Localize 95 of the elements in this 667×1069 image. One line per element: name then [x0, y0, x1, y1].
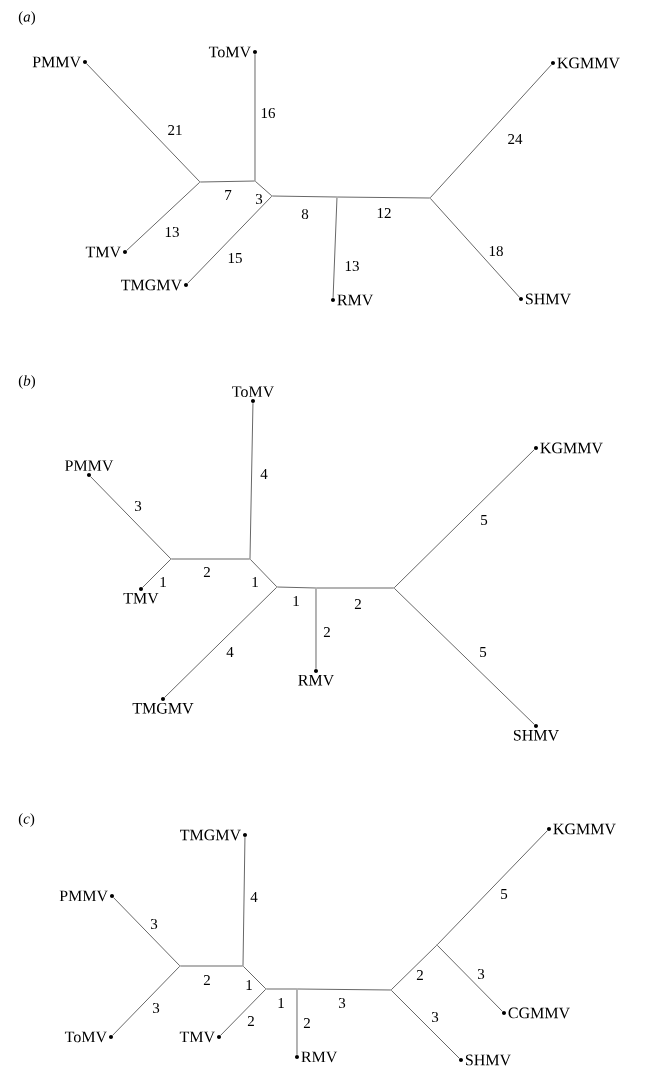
edge-label: 21 [168, 125, 182, 135]
branch-line [272, 195, 337, 198]
edge-label: 1 [160, 577, 166, 587]
edge-label: 15 [228, 253, 242, 264]
edge-label: 2 [416, 970, 423, 980]
edge-label: 2 [323, 627, 330, 637]
branch-line [243, 966, 266, 989]
edge-label: 16 [261, 108, 276, 119]
panel-label: (b) [18, 375, 35, 389]
edge-label: 1 [246, 980, 252, 990]
taxon-label: RMV [331, 294, 374, 306]
taxon-label: PMMV [59, 890, 114, 902]
branch-line [337, 196, 430, 199]
branch-line [296, 989, 298, 1056]
edge-label: 3 [338, 997, 346, 1009]
branch-line [220, 989, 266, 1036]
taxon-label: TMV [85, 246, 127, 258]
edge-label: 7 [225, 190, 232, 200]
branch-line [255, 181, 272, 196]
taxon-label: SHMV [513, 724, 559, 741]
branch-line [297, 988, 391, 991]
edge-label: 13 [345, 261, 359, 272]
branch-line [200, 180, 255, 183]
branch-line [90, 476, 171, 559]
branch-line [249, 402, 254, 559]
taxon-label: KGMMV [534, 442, 603, 454]
edge-label: 12 [377, 208, 391, 218]
taxon-label: TMV [179, 1031, 221, 1043]
branch-line [316, 587, 394, 589]
branch-line [171, 558, 250, 560]
taxon-label: TMGMV [180, 829, 247, 841]
taxon-label: RMV [298, 669, 335, 686]
branch-line [394, 588, 535, 725]
edge-label: 3 [134, 500, 142, 512]
branch-line [254, 53, 256, 181]
taxon-label: KGMMV [551, 57, 620, 69]
edge-label: 3 [477, 968, 485, 980]
edge-label: 18 [489, 245, 503, 257]
branch-line [430, 64, 552, 198]
taxon-label: TMGMV [121, 279, 188, 291]
edge-label: 2 [354, 599, 361, 609]
branch-line [180, 965, 243, 967]
edge-label: 3 [150, 918, 158, 930]
edge-label: 2 [203, 567, 210, 577]
edge-label: 3 [431, 1011, 439, 1023]
branch-line [391, 990, 460, 1059]
edge-label: 5 [480, 647, 487, 657]
edge-label: 4 [250, 892, 258, 902]
edge-label: 4 [226, 647, 234, 657]
branch-line [437, 945, 503, 1012]
taxon-label: KGMMV [547, 823, 616, 835]
branch-line [86, 63, 200, 182]
edge-label: 24 [508, 134, 523, 144]
panel-label: (a) [18, 11, 35, 25]
edge-label: 2 [303, 1018, 310, 1028]
edge-label: 2 [247, 1016, 254, 1026]
edge-label: 1 [278, 998, 284, 1008]
branch-line [126, 182, 200, 251]
taxon-label: ToMV [208, 46, 257, 58]
branch-line [250, 559, 277, 587]
edge-label: 1 [293, 596, 299, 606]
branch-line [332, 197, 338, 299]
edge-label: 5 [481, 515, 488, 525]
branch-line [394, 449, 535, 588]
branch-line [187, 196, 272, 284]
branch-line [112, 966, 180, 1036]
branch-line [164, 587, 277, 698]
taxon-label: TMGMV [132, 697, 194, 714]
edge-label: 4 [260, 469, 268, 479]
taxon-label: SHMV [519, 293, 571, 305]
branch-line [430, 198, 520, 298]
taxon-label: CGMMV [502, 1007, 570, 1019]
branch-line [113, 897, 180, 966]
edge-label: 13 [165, 227, 179, 238]
edge-label: 8 [301, 208, 309, 220]
taxon-label: ToMV [232, 386, 275, 403]
branch-line [437, 830, 548, 945]
branch-line [142, 559, 171, 588]
taxon-label: TMV [123, 587, 159, 604]
edge-label: 3 [255, 194, 263, 205]
taxon-label: SHMV [459, 1054, 511, 1066]
branch-line [266, 988, 297, 990]
branch-line [315, 588, 317, 670]
branch-line [242, 836, 246, 966]
edge-label: 5 [501, 889, 508, 899]
panel-label: (c) [18, 813, 35, 827]
edge-label: 3 [152, 1002, 160, 1014]
taxon-label: PMMV [65, 460, 114, 477]
branch-line [277, 586, 316, 589]
branch-line [391, 945, 437, 990]
taxon-label: ToMV [64, 1031, 113, 1043]
taxon-label: RMV [295, 1051, 338, 1063]
edge-label: 2 [203, 975, 210, 985]
edge-label: 1 [252, 577, 258, 587]
taxon-label: PMMV [32, 56, 87, 68]
